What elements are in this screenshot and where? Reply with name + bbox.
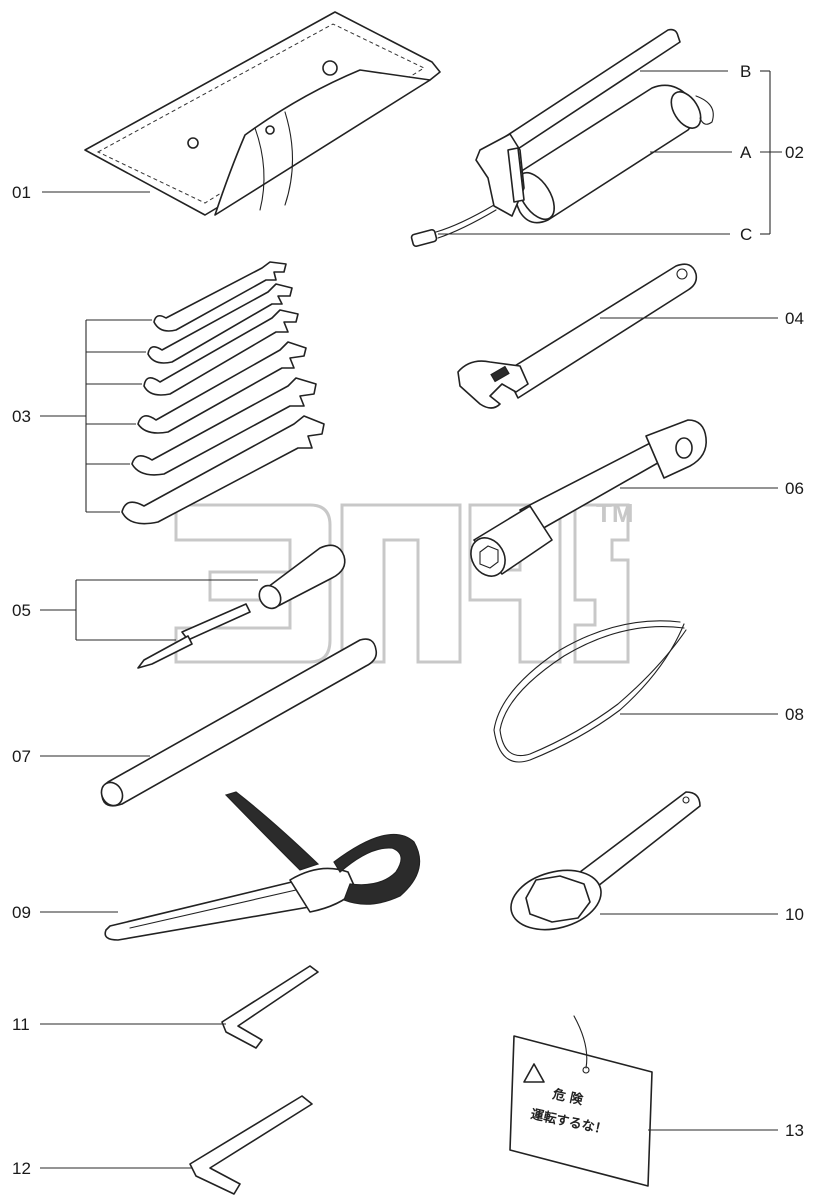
label-11: 11 (12, 1015, 30, 1034)
strap-wrench-09 (104, 791, 421, 941)
label-03: 03 (12, 407, 31, 426)
hex-key-11 (221, 965, 319, 1049)
label-02: 02 (785, 143, 804, 162)
label-10: 10 (785, 905, 804, 924)
sign-danger-text: 危 険 (551, 1086, 585, 1108)
wire-08 (493, 620, 687, 763)
warning-tag-13: 危 険 運転するな！ (509, 1015, 653, 1187)
screwdriver-05 (137, 544, 346, 669)
label-06: 06 (785, 479, 804, 498)
label-13: 13 (785, 1121, 804, 1140)
label-04: 04 (785, 309, 804, 328)
ring-spanner-10 (510, 791, 701, 931)
adjustable-wrench-04 (457, 263, 698, 409)
label-05: 05 (12, 601, 31, 620)
box-spanner-06 (470, 419, 707, 577)
spanner-set-03 (121, 261, 325, 525)
grease-gun-02 (410, 28, 714, 248)
label-02-c: C (740, 225, 752, 244)
label-07: 07 (12, 747, 31, 766)
tool-bag-01 (84, 11, 441, 216)
hex-key-12 (189, 1095, 313, 1195)
label-02-a: A (740, 143, 752, 162)
label-12: 12 (12, 1159, 31, 1178)
watermark-tm: TM (596, 498, 634, 528)
label-09: 09 (12, 903, 31, 922)
tommy-bar-07 (100, 638, 378, 807)
label-08: 08 (785, 705, 804, 724)
label-02-b: B (740, 62, 751, 81)
label-01: 01 (12, 183, 31, 202)
